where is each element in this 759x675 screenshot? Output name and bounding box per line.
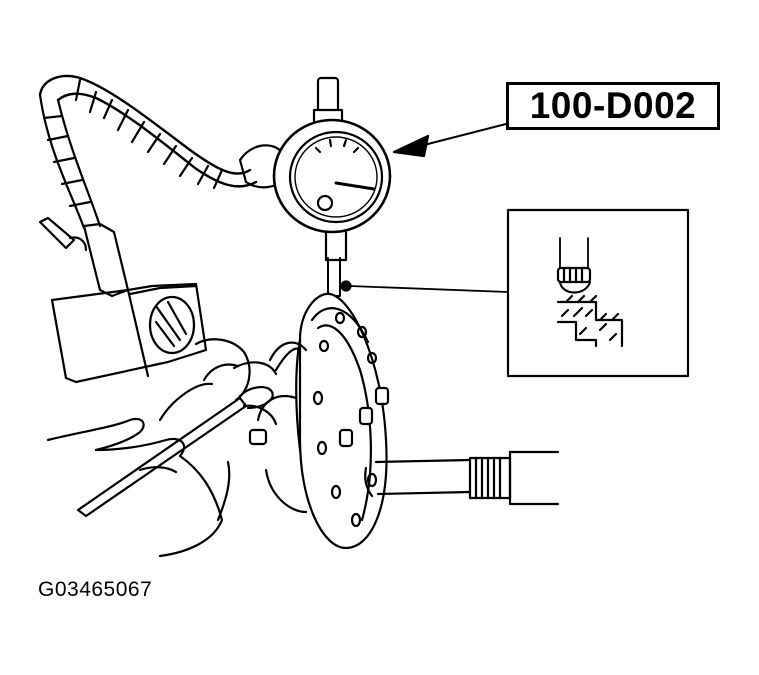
tool-number-label: 100-D002 — [506, 82, 720, 130]
detail-inset-icon — [506, 208, 690, 378]
hub-flange-icon — [248, 292, 390, 550]
hand-icon — [46, 338, 302, 558]
figure-id: G03465067 — [38, 578, 153, 601]
detail-leader — [340, 280, 509, 293]
callout-arrow — [392, 123, 507, 158]
magnetic-base-icon — [38, 216, 208, 384]
dial-indicator-icon — [272, 76, 392, 297]
axle-shaft-icon — [364, 450, 560, 506]
flex-arm — [38, 74, 288, 230]
